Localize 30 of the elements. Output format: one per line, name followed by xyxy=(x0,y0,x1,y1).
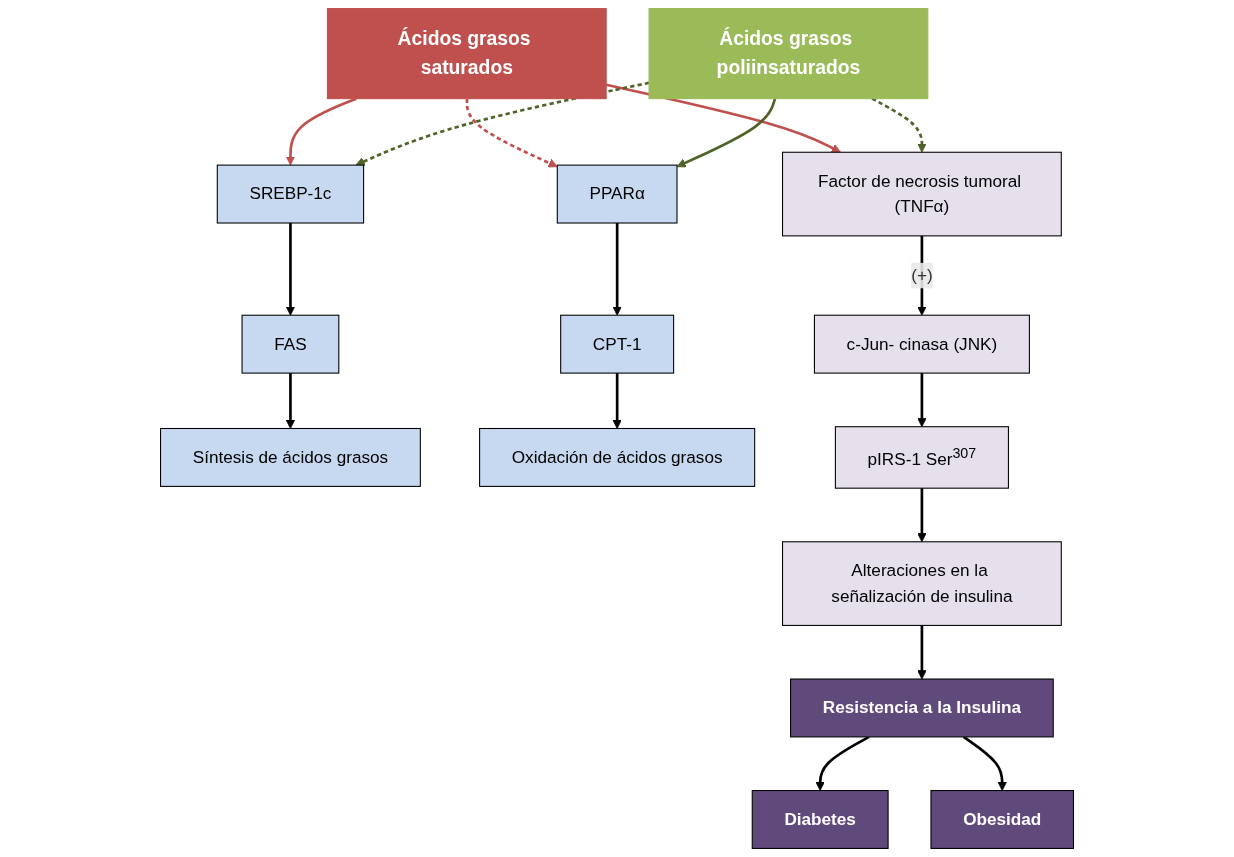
arrow xyxy=(355,81,650,166)
arrow xyxy=(465,98,558,168)
node-box: PPARα xyxy=(556,164,678,224)
node-box: Diabetes xyxy=(751,790,889,849)
node-box: Oxidación de ácidos grasos xyxy=(479,427,756,487)
node-box: Resistencia a la Insulina xyxy=(790,678,1054,738)
node-box: CPT-1 xyxy=(560,314,675,374)
node-box: pIRS-1 Ser$^{307}$ xyxy=(834,426,1009,489)
node-box: Síntesis de ácidos grasos xyxy=(160,427,421,487)
node-box: Ácidos grasos poliinsaturados xyxy=(648,8,929,100)
arrow xyxy=(962,735,1007,791)
node-box: Alteraciones en la señalización de insulina xyxy=(782,541,1062,626)
node-box: Ácidos grasos saturados xyxy=(326,8,607,100)
arrow xyxy=(815,735,870,791)
arrow xyxy=(676,98,777,168)
arrow xyxy=(917,373,927,428)
node-box: c-Jun- cinasa (JNK) xyxy=(813,314,1030,374)
arrow xyxy=(917,488,927,543)
node-box: Factor de necrosis tumoral (TNFα) xyxy=(782,151,1062,237)
arrow xyxy=(285,373,296,429)
arrow xyxy=(285,97,357,166)
arrow xyxy=(871,97,927,153)
arrow xyxy=(285,223,296,316)
edge-label: (+) xyxy=(911,265,933,285)
arrow xyxy=(612,373,622,429)
node-box: FAS xyxy=(241,314,340,374)
node-box: SREBP-1c xyxy=(216,164,365,224)
arrow xyxy=(917,625,927,680)
node-box: Obesidad xyxy=(930,790,1074,849)
arrow xyxy=(612,223,622,316)
